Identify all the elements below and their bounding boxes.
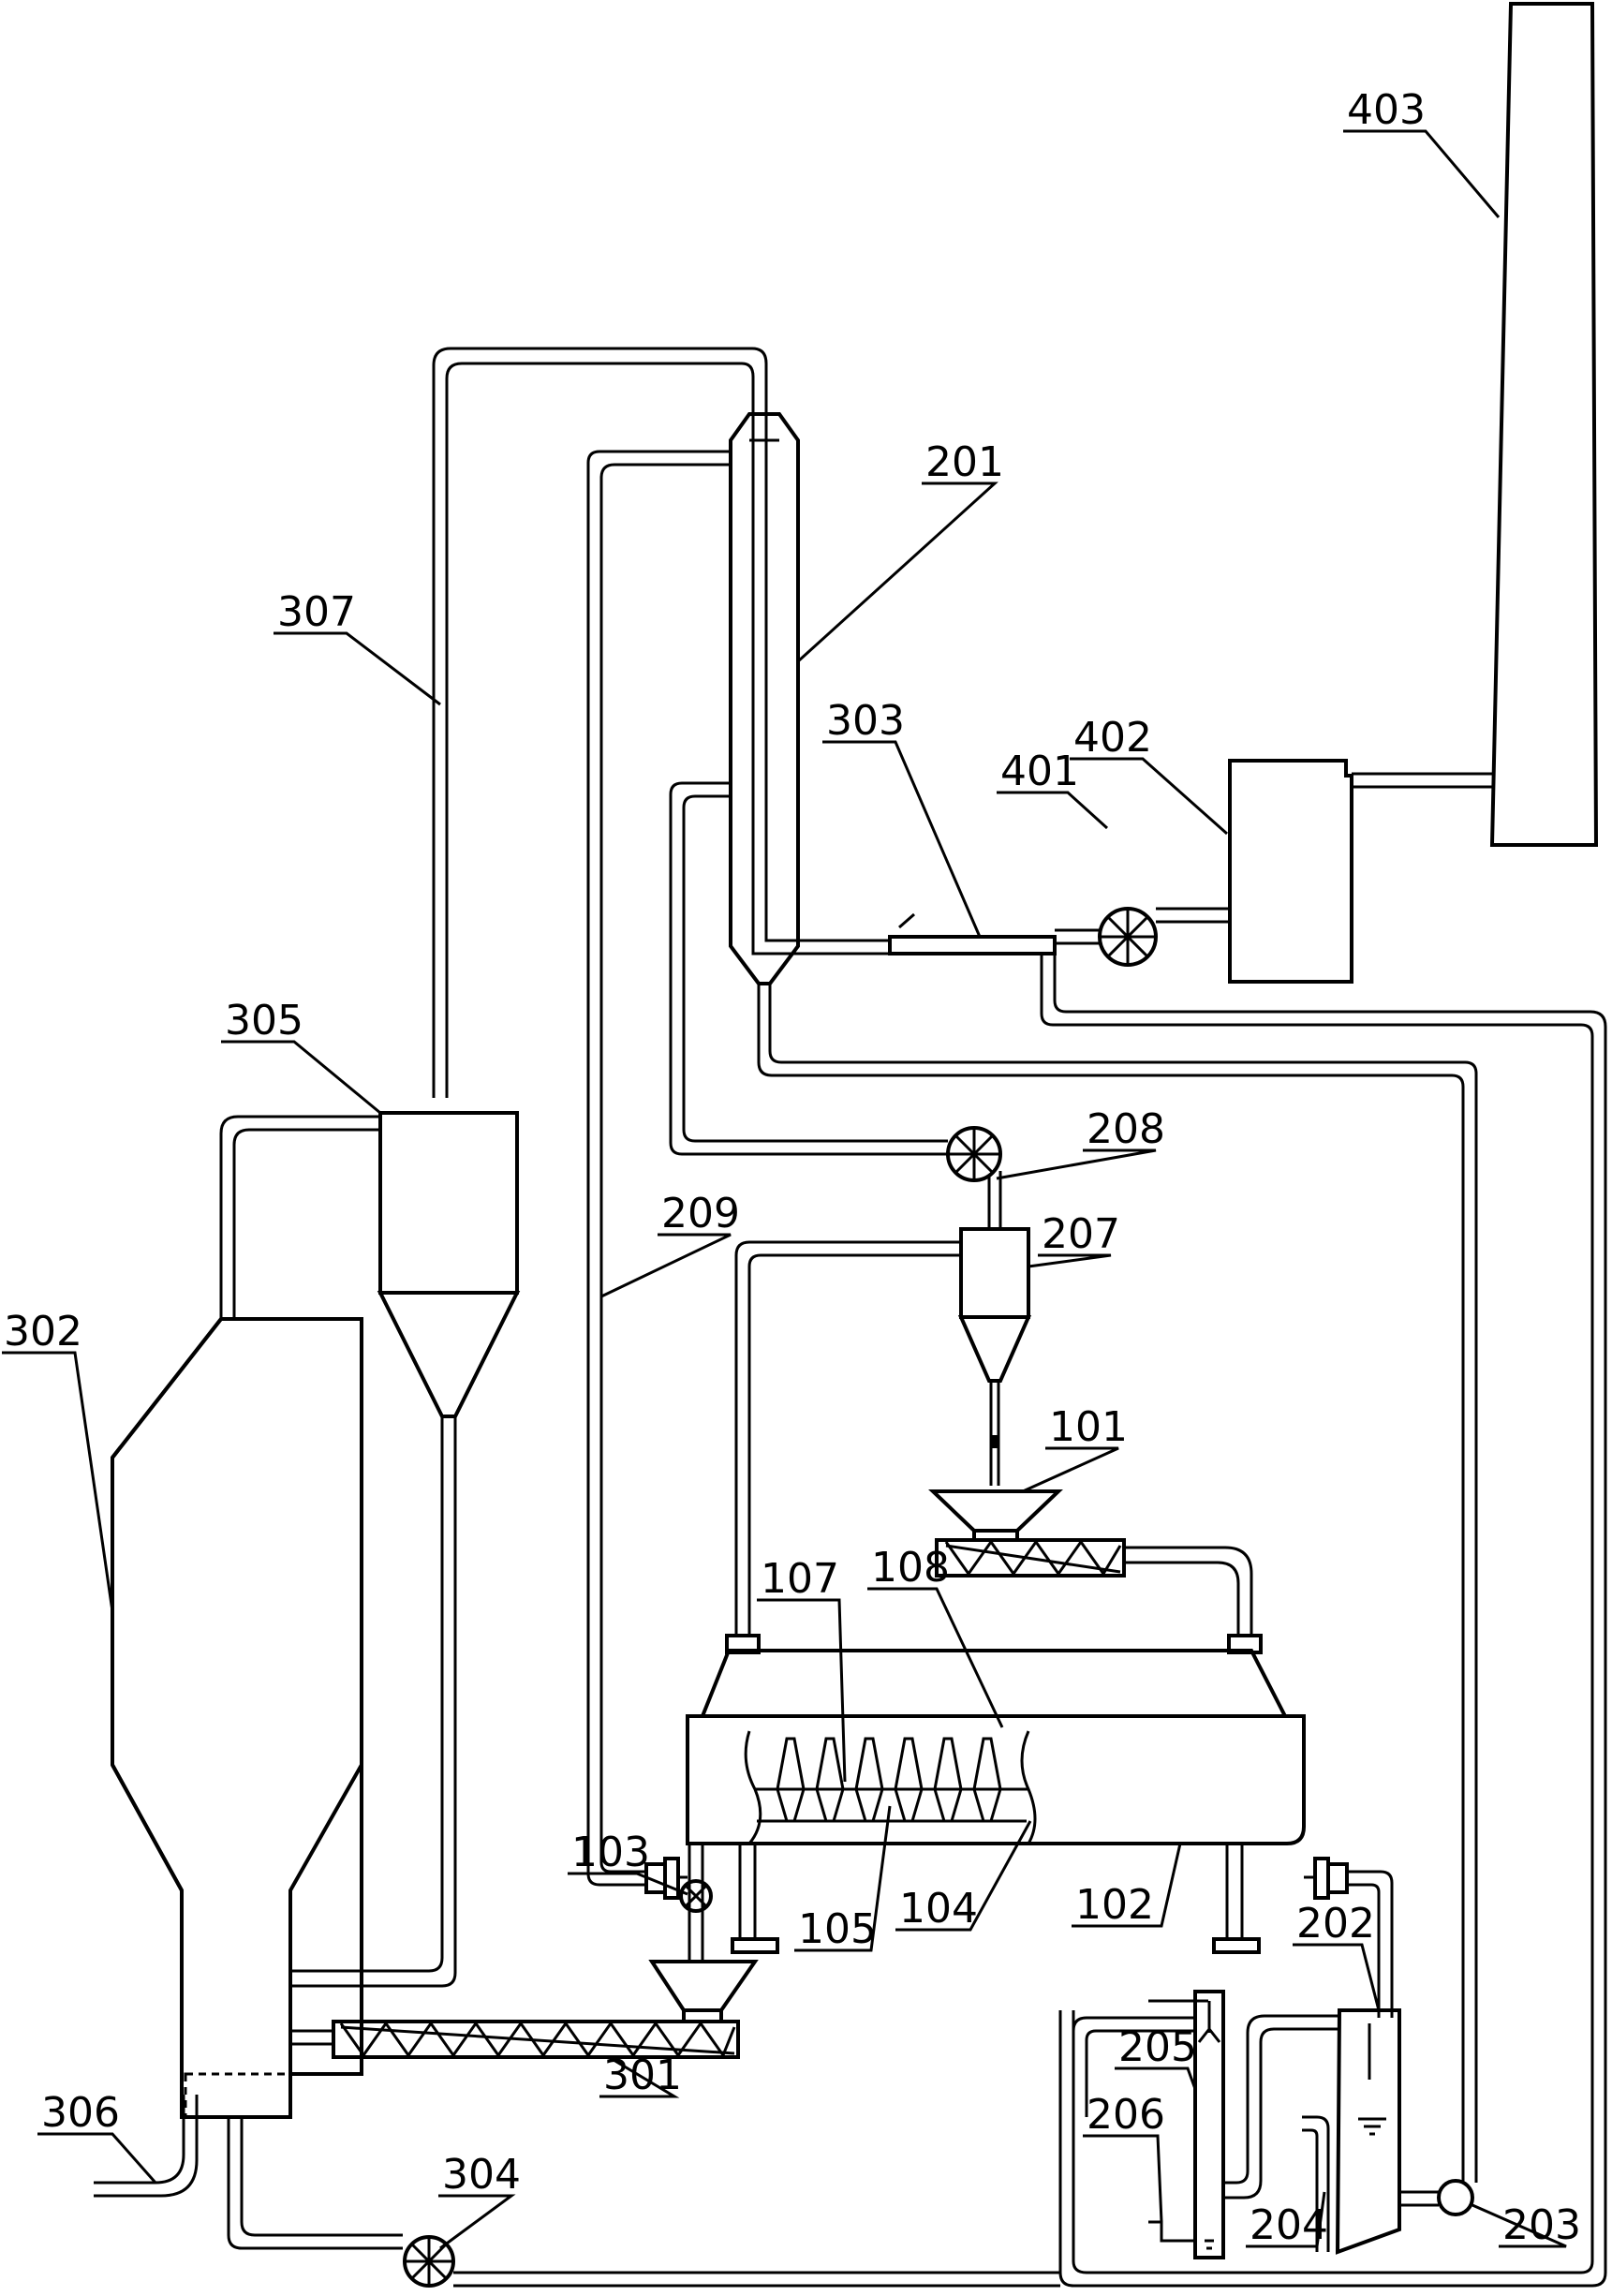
label-202: 202	[1296, 1900, 1375, 1948]
pipe-303-to-203	[1040, 954, 1607, 2288]
pipe-306	[94, 2095, 199, 2198]
scrubber-205	[1072, 1990, 1225, 2259]
label-402: 402	[1073, 714, 1152, 762]
label-205: 205	[1118, 2023, 1197, 2071]
outlet-206	[1148, 2220, 1195, 2243]
label-207: 207	[1042, 1210, 1120, 1258]
pipe-307	[432, 347, 890, 1098]
labels: 403 201 307 303 402 401 305 208 209 207 …	[4, 86, 1581, 2249]
label-203: 203	[1502, 2201, 1581, 2249]
pipe-209	[586, 450, 731, 1887]
label-208: 208	[1087, 1105, 1165, 1153]
valve-103	[679, 1844, 713, 1962]
label-105: 105	[798, 1905, 877, 1953]
heat-exchanger-303	[888, 912, 1100, 955]
label-102: 102	[1075, 1881, 1154, 1929]
cyclone-207	[957, 1227, 1032, 1486]
fan-304	[227, 2117, 1060, 2288]
fan-208	[946, 1126, 1002, 1229]
label-307: 307	[277, 588, 356, 636]
column-201	[729, 412, 800, 985]
label-108: 108	[871, 1544, 950, 1592]
chimney-403	[1489, 2, 1599, 847]
label-101: 101	[1049, 1403, 1128, 1451]
label-303: 303	[826, 697, 905, 745]
cyclone-305	[219, 1111, 521, 1988]
label-306: 306	[41, 2089, 120, 2137]
pipe-205-to-202	[1223, 2014, 1339, 2200]
label-103: 103	[571, 1829, 650, 1876]
label-403: 403	[1347, 86, 1426, 134]
label-201: 201	[925, 438, 1004, 486]
label-401: 401	[1000, 748, 1079, 795]
leader-lines	[2, 129, 1567, 2250]
label-302: 302	[4, 1308, 82, 1355]
pipe-column-to-203	[757, 984, 1478, 2183]
fan-401	[1098, 907, 1230, 967]
label-305: 305	[225, 997, 303, 1044]
pipe-reactor-to-202	[1347, 1870, 1394, 2018]
label-104: 104	[899, 1885, 978, 1933]
label-301: 301	[603, 2052, 682, 2099]
screw-conveyor-301	[290, 2020, 740, 2059]
pipe-column-to-208	[669, 781, 948, 1156]
tank-202	[1335, 2008, 1401, 2255]
screw-feeder-108	[935, 1538, 1263, 1654]
hopper-101	[928, 1489, 1063, 1542]
gasifier-302	[111, 1317, 363, 2119]
label-206: 206	[1087, 2091, 1165, 2139]
drain-204	[1302, 2115, 1330, 2252]
hopper-301	[648, 1960, 759, 2023]
reactor-102	[644, 1649, 1349, 1954]
dust-collector-402	[1228, 759, 1492, 984]
label-107: 107	[761, 1555, 839, 1603]
label-204: 204	[1250, 2201, 1328, 2249]
label-304: 304	[442, 2151, 521, 2199]
label-209: 209	[661, 1190, 740, 1237]
pump-203	[1399, 2179, 1474, 2216]
